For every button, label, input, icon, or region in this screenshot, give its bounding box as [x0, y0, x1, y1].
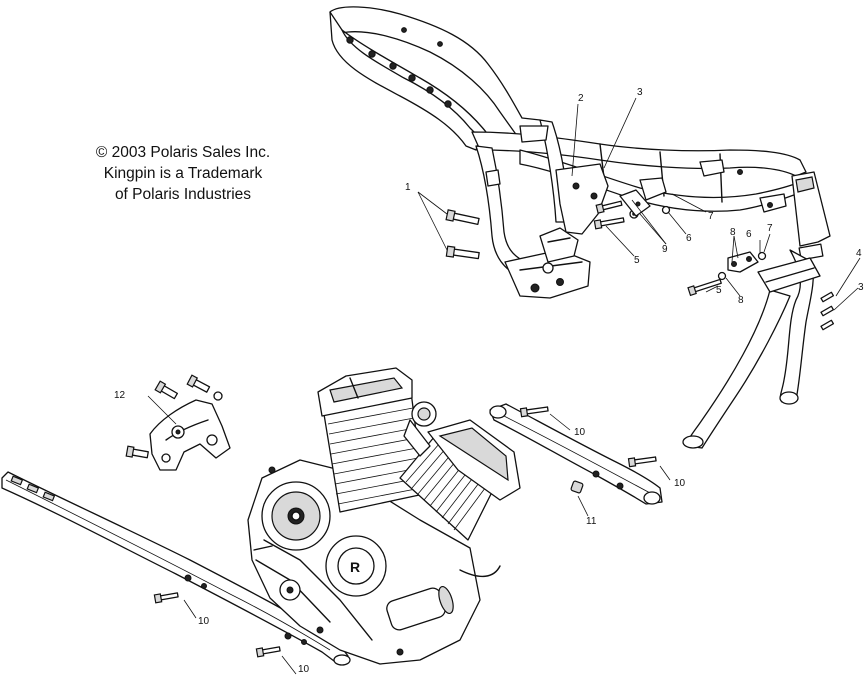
callout-4: 4: [856, 248, 862, 259]
callout-6-left: 6: [686, 233, 692, 244]
frame-hardware: [445, 189, 835, 331]
callout-10-right: 10: [674, 478, 686, 489]
callout-2: 2: [578, 93, 584, 104]
motorcycle-frame: [329, 6, 831, 449]
copyright-line-3: of Polaris Industries: [114, 186, 252, 203]
callout-8-lower: 8: [738, 295, 744, 306]
callout-10-upper: 10: [574, 427, 586, 438]
callout-12: 12: [114, 390, 126, 401]
right-down-tube: [489, 403, 663, 505]
callout-1: 1: [405, 182, 411, 193]
callout-5-right: 5: [716, 285, 722, 296]
callout-3-upper: 3: [637, 87, 643, 98]
callout-10-bottom: 10: [298, 664, 310, 675]
callout-5-left: 5: [634, 255, 640, 266]
callout-8-upper: 8: [730, 227, 736, 238]
copyright-line-2: Kingpin is a Trademark: [103, 165, 263, 182]
callout-7-right: 7: [767, 223, 773, 234]
callout-11: 11: [586, 516, 597, 527]
left-down-tube: [1, 471, 351, 666]
callout-7-left: 7: [708, 211, 714, 222]
callout-6-right: 6: [746, 229, 752, 240]
engine-logo-r: R: [350, 559, 360, 575]
callout-10-left: 10: [198, 616, 210, 627]
callout-labels: 1 2 3 3 4 5 5 6 6 7 7 8 8 9 10 10 10 10 …: [114, 87, 864, 675]
callout-3-front: 3: [858, 282, 864, 293]
v-twin-engine: R: [247, 367, 521, 665]
engine-mount-bracket: [125, 374, 231, 471]
callout-9: 9: [662, 244, 668, 255]
copyright-line-1: © 2003 Polaris Sales Inc.: [95, 144, 271, 161]
copyright-notice: © 2003 Polaris Sales Inc. Kingpin is a T…: [78, 142, 288, 205]
leader-lines: [147, 97, 861, 675]
